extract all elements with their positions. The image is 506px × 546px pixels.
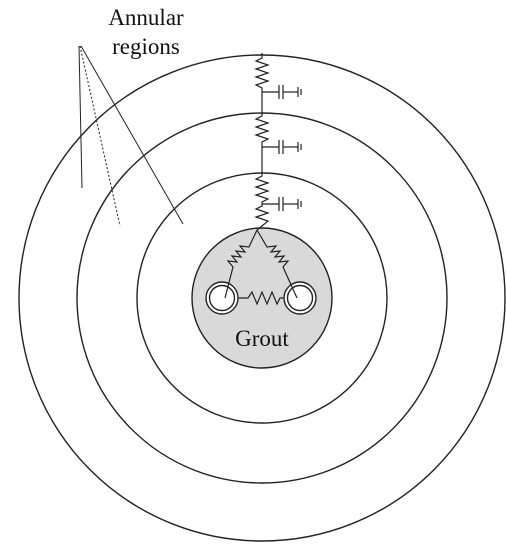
grout-region xyxy=(191,227,333,369)
resistor-left-leg xyxy=(224,229,258,299)
leader-line-inner xyxy=(80,45,184,225)
leader-line-middle xyxy=(79,45,121,227)
capacitor-1 xyxy=(262,85,302,99)
capacitor-2 xyxy=(262,140,302,154)
radial-resistor-chain xyxy=(254,53,270,231)
leader-line-outer xyxy=(78,45,83,189)
annular-regions-label-line2: regions xyxy=(112,34,180,59)
delta-resistor-network xyxy=(224,229,298,306)
resistor-right-leg xyxy=(256,229,298,299)
pipe-left xyxy=(205,281,239,315)
resistor-bottom-leg xyxy=(238,290,284,306)
annular-label-leaders xyxy=(78,45,184,227)
grout-label: Grout xyxy=(235,326,289,351)
pipe-right xyxy=(283,281,317,315)
annular-regions-label-line1: Annular xyxy=(108,5,184,30)
annular-regions-label: Annular regions xyxy=(100,6,192,64)
capacitor-3 xyxy=(262,197,302,211)
